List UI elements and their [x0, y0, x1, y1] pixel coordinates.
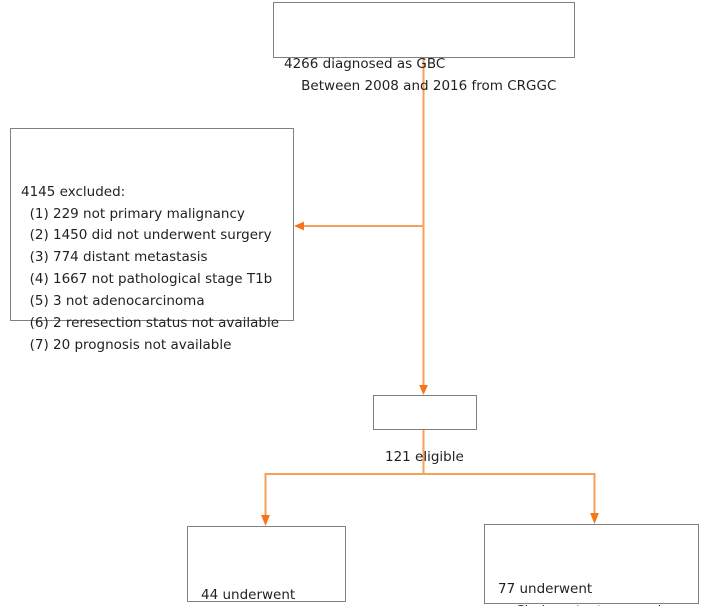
arm-cholecystectomy-box: 44 underwent Cholecystectomy — [187, 526, 346, 603]
arrowhead-into-arm-right — [590, 513, 599, 524]
eligible-box: 121 eligible — [373, 395, 477, 465]
arrowhead-into-eligible — [419, 385, 428, 395]
source-cohort-box: 4266 diagnosed as GBC Between 2008 and 2… — [273, 2, 575, 94]
arm-cholecystectomy-lymphadenectomy-text: 77 underwent Cholecystectomy and reginal… — [498, 580, 661, 606]
arrowhead-into-arm-left — [261, 515, 270, 526]
arm-cholecystectomy-lymphadenectomy-box: 77 underwent Cholecystectomy and reginal… — [484, 524, 699, 606]
arrowhead-into-excluded — [294, 221, 304, 231]
source-cohort-text: 4266 diagnosed as GBC Between 2008 and 2… — [284, 55, 557, 94]
excluded-text: 4145 excluded: (1) 229 not primary malig… — [21, 183, 280, 353]
excluded-box: 4145 excluded: (1) 229 not primary malig… — [10, 128, 294, 353]
eligible-text: 121 eligible — [385, 448, 464, 465]
arm-cholecystectomy-text: 44 underwent Cholecystectomy — [201, 586, 296, 603]
